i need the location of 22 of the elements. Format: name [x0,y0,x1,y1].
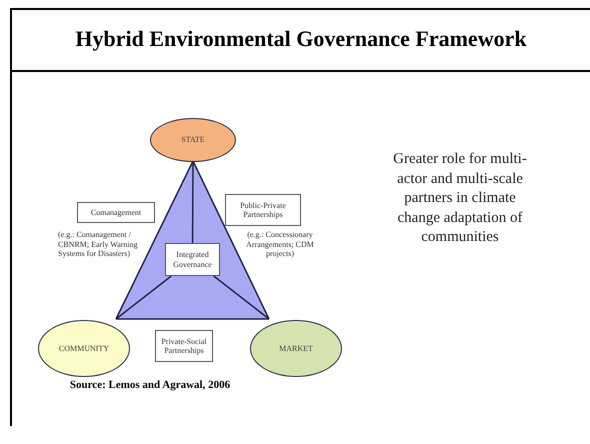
example-note: (e.g.: Comanagement / CBNRM; Early Warning Systems for Disasters) [58,230,139,259]
label-box [225,194,301,226]
actor-label: STATE [181,136,205,144]
box-label: Public-Private Partnerships [239,200,287,220]
description-text: Greater role for multi-actor and multi-scale partners in climate change adaptation of communities [392,150,528,247]
box-label: Integrated Governance [172,250,213,269]
actor-label: MARKET [279,344,313,352]
connector-line [213,275,270,320]
label-box [155,330,213,362]
connector-line [192,160,270,320]
source-note: Source: Lemos and Agrawal, 2006 [68,378,232,393]
actor-label: COMMUNITY [58,344,110,352]
connector-line [116,275,172,320]
box-label: Comanagement [90,208,142,218]
example-note: (e.g.: Concessionary Arrangements; CDM projects) [245,230,315,259]
label-box [165,243,220,276]
label-box [77,202,155,223]
connector-line [192,161,194,243]
box-label: Private-Social Partnerships [160,336,208,356]
connector-line [115,160,194,320]
connector-line [116,318,269,320]
slide-title: Hybrid Environmental Governance Framework [75,25,527,53]
